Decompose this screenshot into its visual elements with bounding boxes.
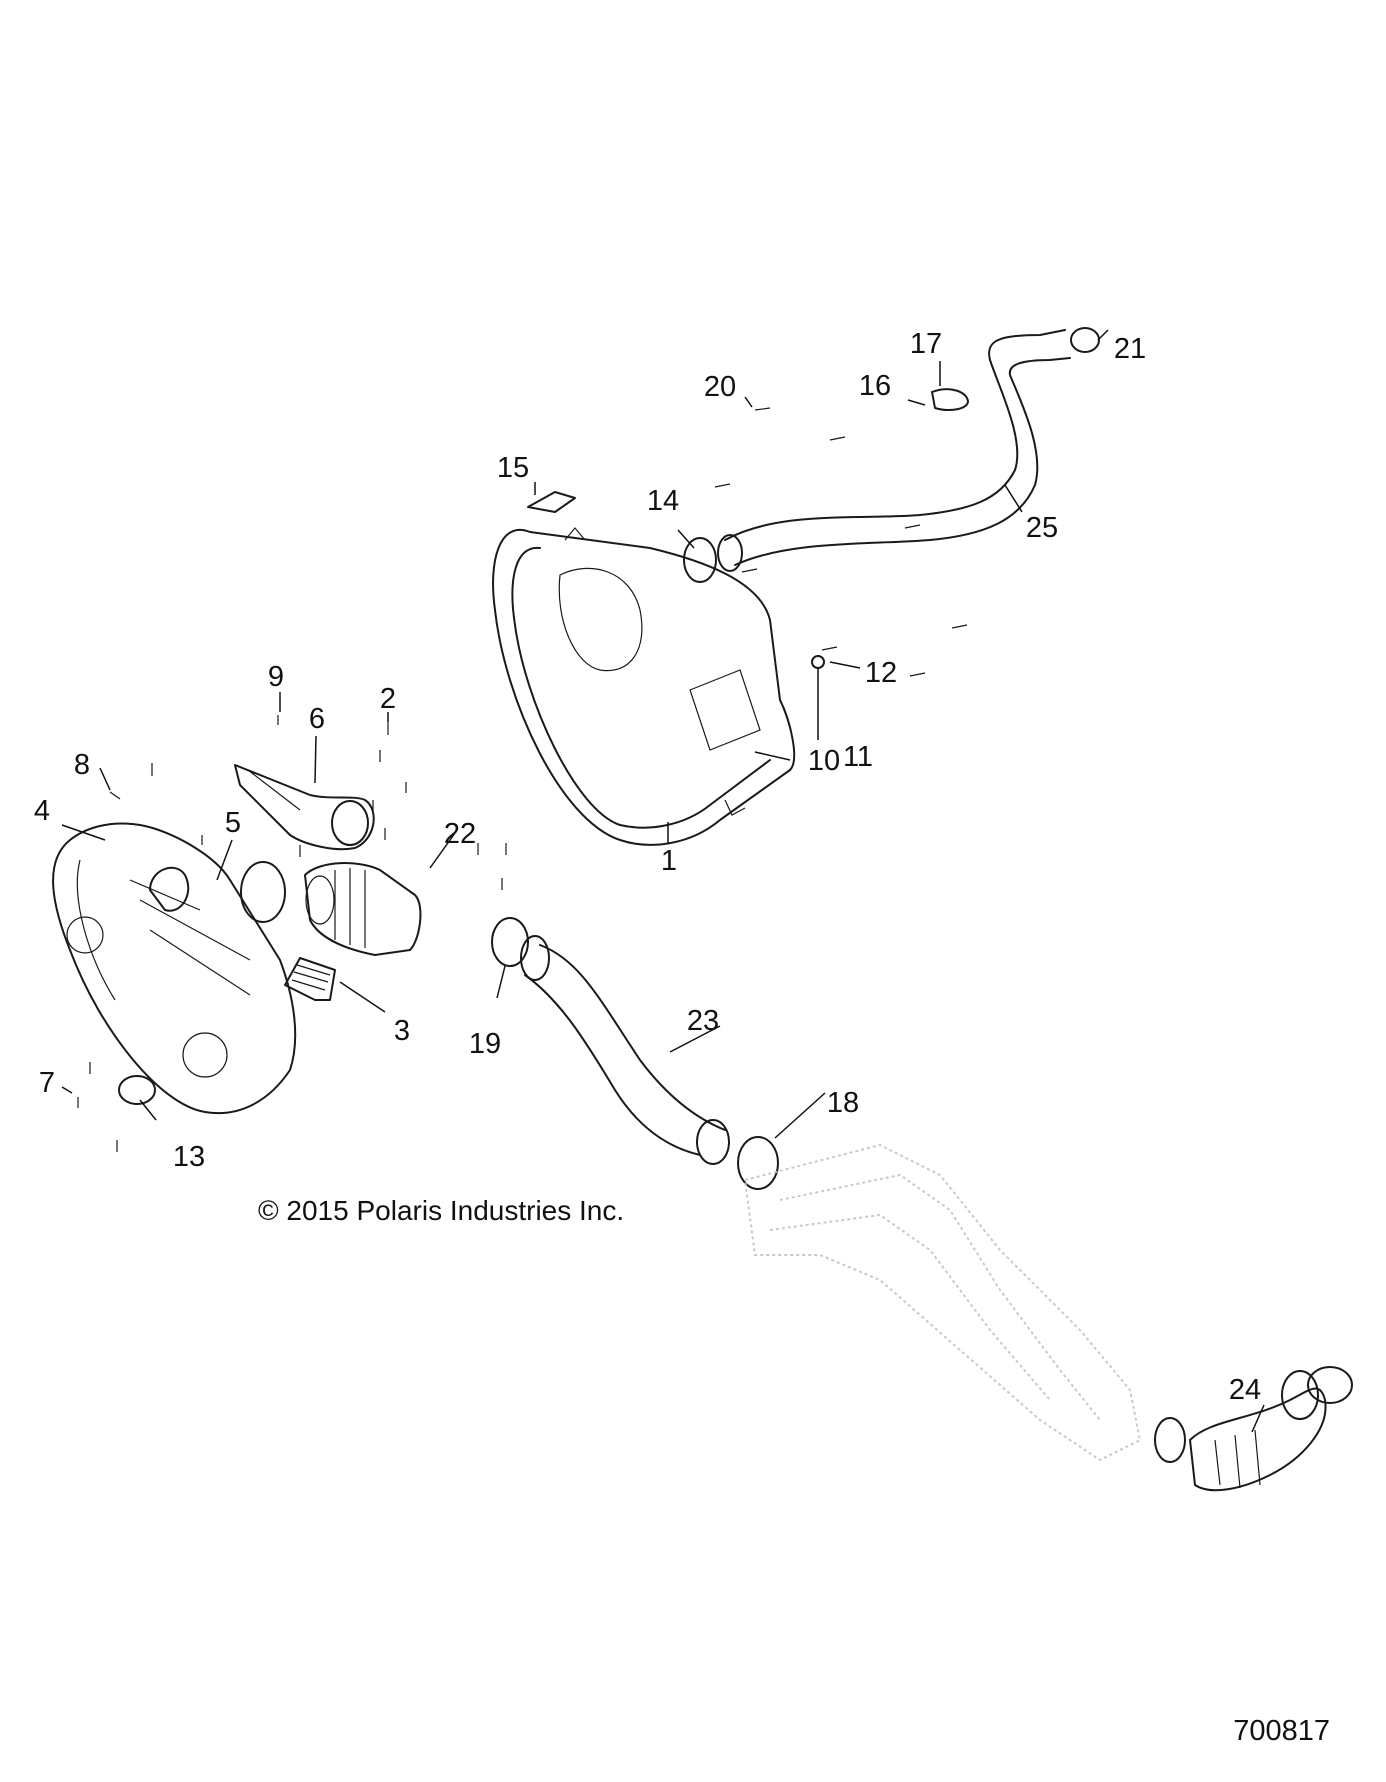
filter-screen [284,957,336,1001]
clamp-21 [1070,327,1100,353]
callout-14: 14 [647,485,679,517]
callout-5: 5 [225,807,241,839]
leader-lines [61,329,1265,1433]
callout-12: 12 [865,657,897,689]
callout-25: 25 [1026,512,1058,544]
callout-22: 22 [444,818,476,850]
callout-3: 3 [394,1015,410,1047]
fastener-set [77,407,968,1152]
engine-ghost [743,1143,1142,1462]
callout-19: 19 [469,1028,501,1060]
callout-15: 15 [497,452,529,484]
hose-24 [1154,1366,1353,1492]
callout-2: 2 [380,683,396,715]
callout-16: 16 [859,370,891,402]
callout-9: 9 [268,661,284,693]
callout-7: 7 [39,1067,55,1099]
callout-labels: 1 2 3 4 5 6 7 8 9 10 11 12 13 14 15 16 1… [34,328,1261,1406]
clamp-18 [737,1136,779,1190]
washer-13 [118,1075,156,1105]
tube-25 [717,329,1071,572]
callout-4: 4 [34,795,50,827]
callout-10: 10 [808,745,840,777]
air-intake-duct [234,764,375,851]
bracket-15 [527,491,576,513]
clamp-5 [240,861,286,923]
callout-18: 18 [827,1087,859,1119]
figure-number: 700817 [1233,1715,1330,1747]
clamp-19 [491,917,529,967]
callout-8: 8 [74,749,90,781]
clamp-14 [683,537,717,583]
hose-23 [520,935,730,1165]
copyright-notice: © 2015 Polaris Industries Inc. [258,1195,624,1226]
callout-24: 24 [1229,1374,1261,1406]
callout-1: 1 [661,845,677,877]
callout-6: 6 [309,703,325,735]
intake-boot [304,862,422,956]
callout-17: 17 [910,328,942,360]
callout-13: 13 [173,1141,205,1173]
clamp-17 [931,388,969,411]
callout-11: 11 [843,741,873,773]
nut-11 [811,655,825,669]
outer-clutch-cover [492,527,796,846]
inner-clutch-cover [52,822,297,1115]
callout-23: 23 [687,1005,719,1037]
callout-20: 20 [704,371,736,403]
callout-21: 21 [1114,333,1146,365]
